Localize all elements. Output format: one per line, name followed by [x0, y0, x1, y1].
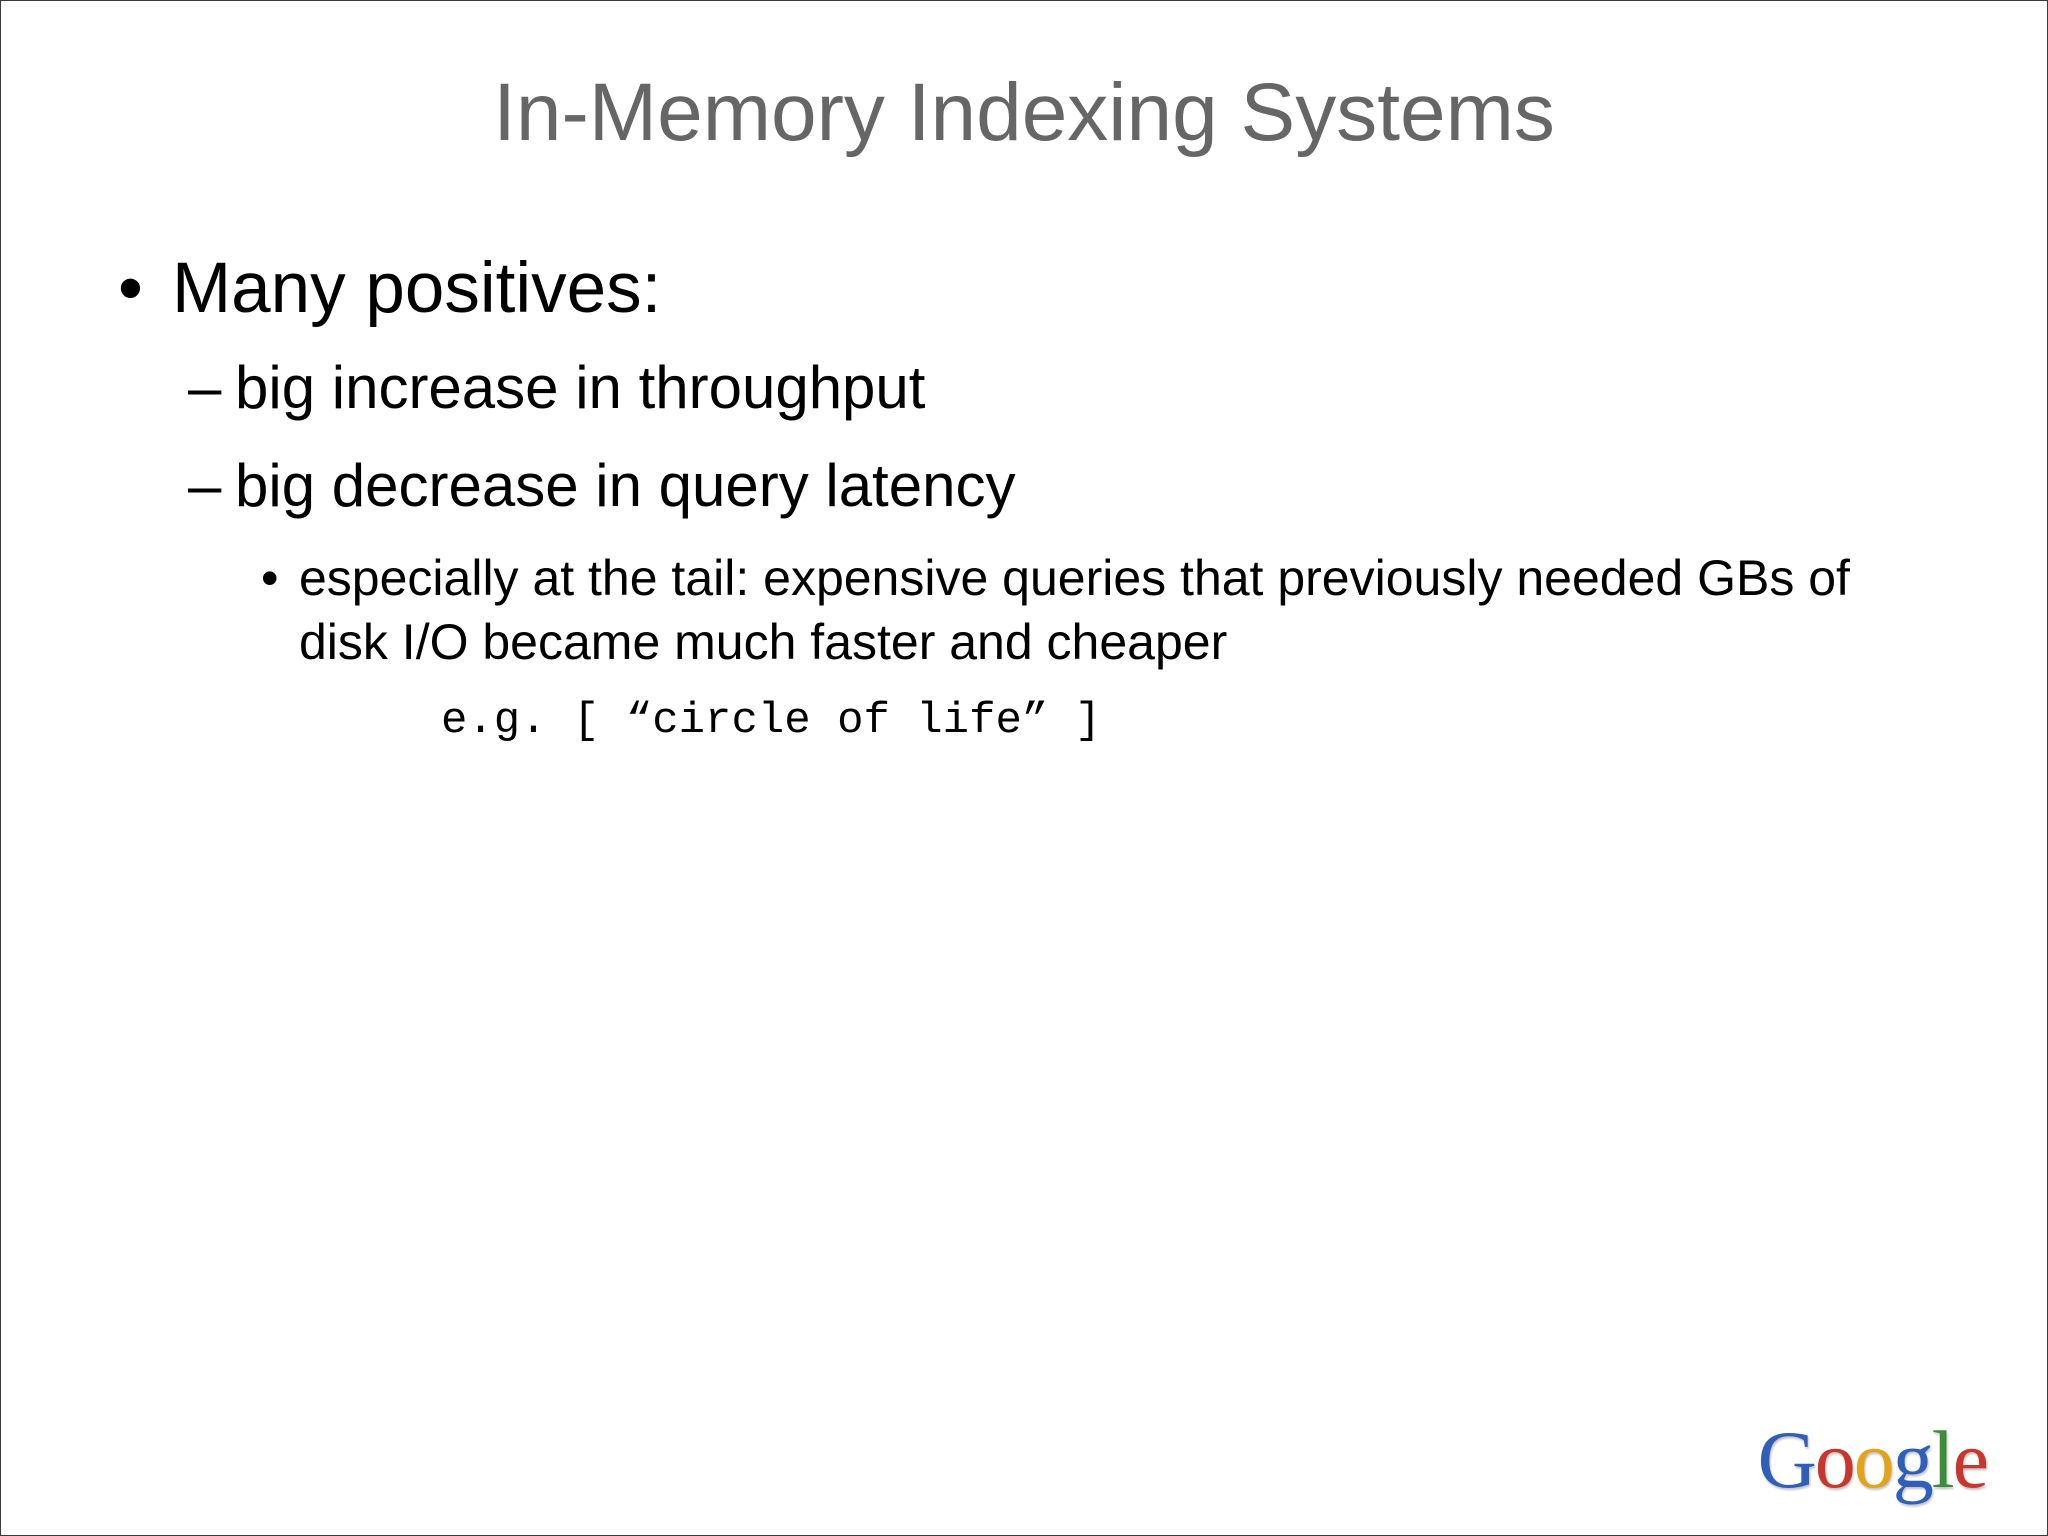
bullet-marker: • — [261, 550, 279, 606]
example-query: e.g. [ “circle of life” ] — [441, 696, 1102, 746]
sub-bullet-text: big decrease in query latency — [235, 452, 1016, 519]
dash-marker: – — [188, 452, 222, 519]
logo-letter: o — [1853, 1414, 1895, 1505]
sub-sub-bullet-text: especially at the tail: expensive querie… — [299, 550, 1850, 670]
google-logo: Google — [1757, 1414, 1989, 1505]
logo-letter: g — [1892, 1414, 1934, 1505]
bullet-marker: • — [118, 249, 143, 328]
sub-sub-bullet-tail: • especially at the tail: expensive queri… — [261, 546, 1899, 674]
bullet-text: Many positives: — [172, 249, 662, 328]
logo-letter: o — [1814, 1414, 1856, 1505]
bullet-level-1: • Many positives: — [118, 249, 661, 329]
sub-bullet-text: big increase in throughput — [235, 354, 926, 421]
logo-letter: l — [1931, 1414, 1955, 1505]
slide-title: In-Memory Indexing Systems — [493, 67, 1555, 158]
logo-letter: e — [1952, 1414, 1989, 1505]
logo-letter: G — [1757, 1414, 1817, 1505]
dash-marker: – — [188, 354, 222, 421]
sub-bullet-throughput: –big increase in throughput — [188, 352, 925, 424]
sub-bullet-latency: –big decrease in query latency — [188, 450, 1015, 522]
